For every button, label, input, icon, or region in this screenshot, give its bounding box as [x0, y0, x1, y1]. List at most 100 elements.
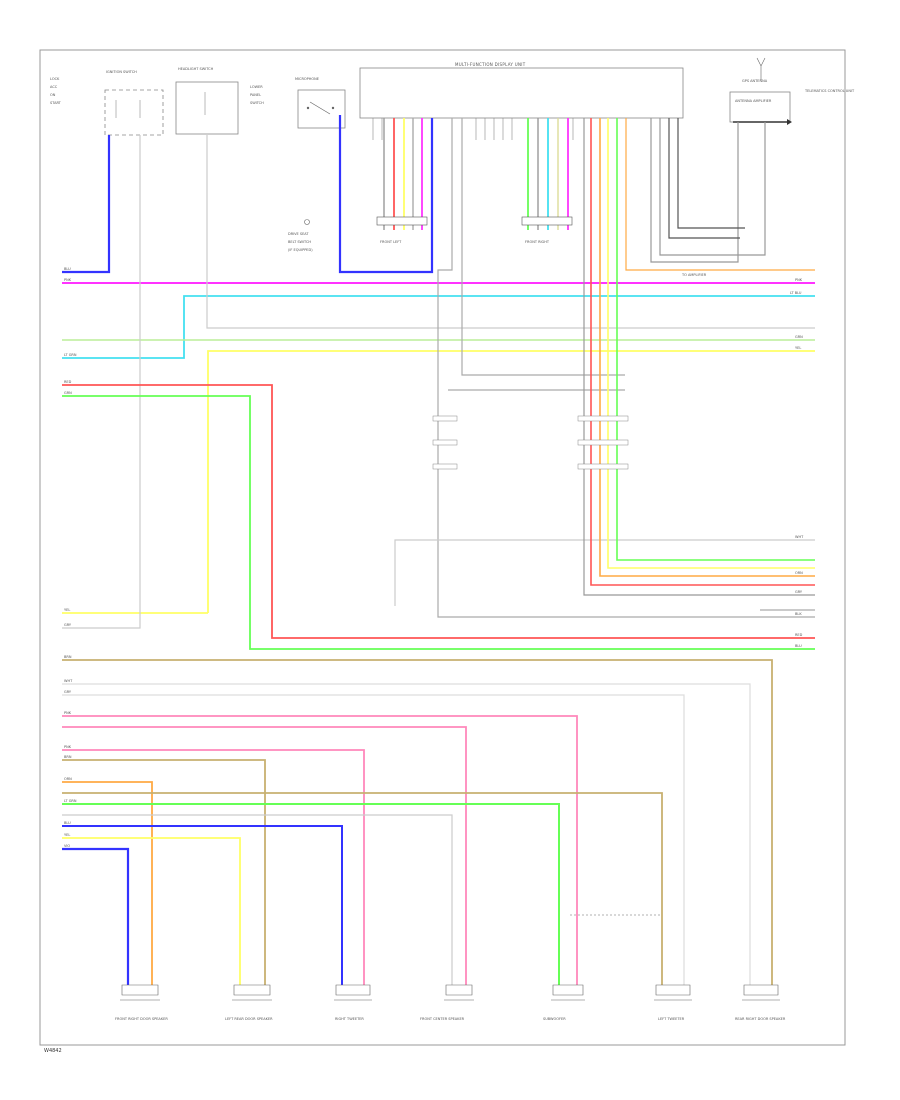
tcu-label: TELEMATICS CONTROL UNIT — [804, 89, 855, 93]
wire-orange — [62, 781, 153, 985]
to-amplifier-label: TO AMPLIFIER — [681, 273, 707, 277]
wire-label: YEL — [64, 608, 70, 612]
wire-label: WHT — [795, 535, 804, 539]
multi-function-display-unit: MULTI-FUNCTION DISPLAY UNIT — [359, 62, 684, 119]
svg-text:LOWER: LOWER — [250, 85, 263, 89]
wire-blue-lower — [62, 825, 343, 985]
speaker-rear-right-door: REAR RIGHT DOOR SPEAKER — [735, 984, 786, 1021]
wire-tan-c — [62, 792, 663, 985]
wire-label: ORN — [64, 777, 72, 781]
speaker-sub-label: SUBWOOFER — [543, 1017, 566, 1021]
wire-green-main — [62, 395, 815, 650]
wire-gray-light — [206, 135, 815, 329]
wire-label: ORN — [795, 571, 803, 575]
svg-text:BELT SWITCH: BELT SWITCH — [288, 240, 311, 244]
wire-label: GRY — [64, 690, 72, 694]
wire-red-main — [62, 384, 815, 639]
wire-label: BLK — [795, 612, 802, 616]
svg-text:ON: ON — [50, 93, 56, 97]
wire-label: PNK — [64, 711, 72, 715]
speaker-lrd-label: LEFT REAR DOOR SPEAKER — [225, 1017, 273, 1021]
wire-label: VIO — [64, 844, 70, 848]
ignition-switch-label: IGNITION SWITCH — [106, 70, 137, 74]
wire-center-gray-d — [394, 539, 815, 606]
wire-label: GRN — [64, 391, 72, 395]
right-bundle — [583, 118, 815, 611]
speaker-rrd-label: REAR RIGHT DOOR SPEAKER — [735, 1017, 786, 1021]
connector-block-right: FRONT RIGHT — [521, 216, 573, 244]
wire-label: YEL — [795, 346, 801, 350]
wire-label: BRN — [64, 655, 72, 659]
wire-pink-b — [62, 726, 467, 985]
wire-label: LT GRN — [64, 353, 77, 357]
svg-text:ACC: ACC — [50, 85, 58, 89]
diagram-frame — [39, 49, 846, 1046]
wire-label: BLU — [64, 267, 71, 271]
wire-gray-lower-c — [62, 814, 453, 985]
wire-label: WHT — [64, 679, 73, 683]
connector-front-left-wires — [383, 118, 414, 230]
svg-text:LOCK: LOCK — [50, 77, 60, 81]
speaker-ltw-label: LEFT TWEETER — [658, 1017, 685, 1021]
left-wire-labels: BLU PNK LT GRN RED GRN YEL GRY WHT BRN P… — [64, 267, 77, 848]
wire-label: BLU — [795, 644, 802, 648]
microphone-label: MICROPHONE — [295, 77, 319, 81]
wire-blue-top — [62, 115, 434, 274]
wire-gray-lower-b — [62, 694, 685, 985]
speaker-left-rear-door: LEFT REAR DOOR SPEAKER — [225, 984, 273, 1021]
wire-blue-frd — [62, 847, 130, 985]
wire-label: BLU — [64, 821, 71, 825]
svg-text:DRIVE SEAT: DRIVE SEAT — [288, 232, 309, 236]
speaker-front-right-door: FRONT RIGHT DOOR SPEAKER — [115, 984, 168, 1021]
wire-label: GRN — [795, 335, 803, 339]
connector-block-left: FRONT LEFT — [376, 216, 428, 244]
wire-label: YEL — [64, 833, 70, 837]
telematics-control-unit: TELEMATICS CONTROL UNIT ANTENNA AMPLIFIE… — [729, 57, 855, 125]
svg-text:PANEL: PANEL — [250, 93, 261, 97]
wire-label: RED — [64, 380, 72, 384]
wire-label: BRN — [64, 755, 72, 759]
mfd-label: MULTI-FUNCTION DISPLAY UNIT — [455, 62, 526, 67]
wire-label: GRY — [795, 590, 803, 594]
wire-pink-c — [62, 749, 365, 985]
ignition-switch-component: IGNITION SWITCH LOCK ACC ON START — [50, 70, 164, 136]
wire-label: PNK — [64, 745, 72, 749]
wire-center-gray-b — [461, 118, 625, 376]
connector-front-right-label: FRONT RIGHT — [525, 240, 550, 244]
speaker-front-center: FRONT CENTER SPEAKER — [420, 984, 474, 1021]
wire-label: GRY — [64, 623, 72, 627]
wire-tan-main — [62, 659, 773, 985]
antenna-label: ANTENNA AMPLIFIER — [735, 99, 772, 103]
wire-cyan — [62, 295, 815, 359]
wire-pink-a — [62, 715, 578, 985]
speaker-left-tweeter: LEFT TWEETER — [654, 984, 692, 1021]
page-code: W4842 — [44, 1048, 62, 1054]
wire-tan-b — [62, 759, 266, 985]
speaker-fcs-label: FRONT CENTER SPEAKER — [420, 1017, 465, 1021]
wire-gray-lower-a — [62, 683, 751, 985]
wire-green-sub — [62, 803, 560, 985]
headlight-switch-label: HEADLIGHT SWITCH — [178, 67, 214, 71]
wire-label: PNK — [64, 278, 72, 282]
wire-label: LT GRN — [64, 799, 77, 803]
wire-yellow-lower — [62, 837, 241, 985]
wire-label: RED — [795, 633, 803, 637]
gps-label: GPS ANTENNA — [742, 79, 768, 83]
wire-gray-ign — [62, 135, 141, 629]
svg-text:(IF EQUIPPED): (IF EQUIPPED) — [288, 248, 313, 252]
speaker-right-tweeter: RIGHT TWEETER — [334, 984, 372, 1021]
wire-label: LT BLU — [790, 291, 802, 295]
connector-front-left-label: FRONT LEFT — [380, 240, 402, 244]
wire-label: PNK — [795, 278, 803, 282]
antenna-icon — [756, 57, 766, 80]
speaker-frd-label: FRONT RIGHT DOOR SPEAKER — [115, 1017, 168, 1021]
speaker-rtw-label: RIGHT TWEETER — [335, 1017, 364, 1021]
mfd-pins — [372, 118, 574, 140]
headlight-switch-component: HEADLIGHT SWITCH LOWER PANEL SWITCH — [175, 67, 264, 135]
wire-yellow-bus — [207, 350, 815, 613]
svg-text:START: START — [50, 101, 62, 105]
mid-connectors — [432, 415, 629, 470]
right-wire-labels: PNK LT BLU GRN YEL WHT GRY ORN RED BLK B… — [790, 278, 804, 648]
speaker-subwoofer: SUBWOOFER — [543, 984, 585, 1021]
svg-text:SWITCH: SWITCH — [250, 101, 264, 105]
